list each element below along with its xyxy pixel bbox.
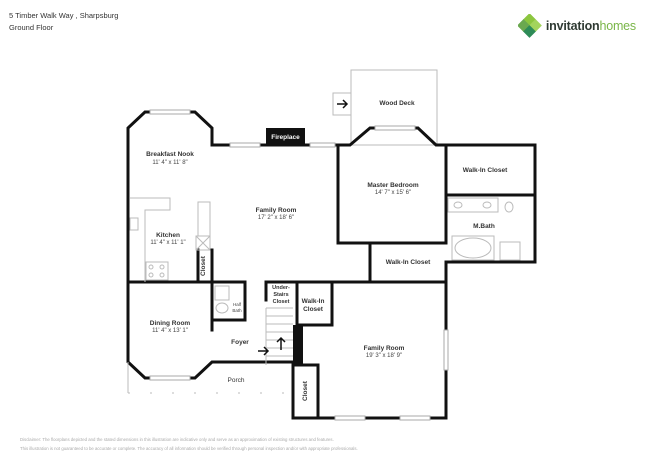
invitation-homes-logo: invitationhomes [517,14,636,38]
entry-arrow-icon [337,99,349,109]
room-label-foyer: Foyer [231,339,249,346]
clover-logo-icon [517,14,542,38]
deck-step [332,92,352,116]
room-dims-breakfast-nook: 11' 4" x 11' 8" [152,160,187,166]
fireplace [266,128,305,145]
room-label-under-stairs-3: Closet [273,299,290,305]
room-dims-family-room-lower: 19' 3" x 18' 9" [366,353,402,359]
room-dims-master-bedroom: 14' 7" x 15' 6" [375,190,411,196]
room-dims-kitchen: 11' 4" x 11' 1" [150,240,185,246]
front-entry-arrow-icon [258,346,270,356]
stairs-up-arrow-icon [276,336,286,350]
room-label-walk-in-closet-stairs-1: Walk-In [302,298,325,305]
room-label-kitchen: Kitchen [156,232,180,239]
room-label-under-stairs-1: Under- [272,285,290,291]
property-address: 5 Timber Walk Way , Sharpsburg [9,11,119,20]
room-label-dining-room: Dining Room [150,320,191,327]
fireplace-label: Fireplace [271,134,300,141]
room-label-wood-deck: Wood Deck [379,100,415,107]
bath-fixtures [214,197,521,314]
room-label-family-room-upper: Family Room [256,207,297,214]
room-label-half-bath-1: Half [233,302,242,307]
stair-wall [293,325,303,365]
room-dims-family-room-upper: 17' 2" x 18' 6" [258,215,294,221]
windows [149,109,449,421]
room-label-walk-in-closet-mid: Walk-In Closet [386,259,431,266]
room-label-master-bedroom: Master Bedroom [367,182,419,189]
room-label-closet-lower: Closet [302,380,309,401]
room-label-kitchen-closet: Closet [200,255,207,276]
room-label-under-stairs-2: Stairs [273,292,288,298]
stairs [265,307,293,365]
floor-label: Ground Floor [9,23,54,32]
room-label-family-room-lower: Family Room [364,345,405,352]
logo-wordmark: invitationhomes [545,19,636,33]
disclaimer-line-2: This illustration is not guaranteed to b… [20,446,358,451]
room-label-half-bath-2: Bath [232,308,242,313]
room-label-walk-in-closet-stairs-2: Closet [303,306,324,313]
room-label-porch: Porch [228,377,245,384]
room-label-breakfast-nook: Breakfast Nook [146,151,194,158]
kitchen-counters [129,197,211,282]
room-label-walk-in-closet-master: Walk-In Closet [463,167,508,174]
room-dims-dining-room: 11' 4" x 13' 1" [152,328,188,334]
walls [126,110,537,420]
room-label-master-bath: M.Bath [473,223,495,230]
disclaimer-line-1: Disclaimer: The floorplans depicted and … [20,437,334,442]
